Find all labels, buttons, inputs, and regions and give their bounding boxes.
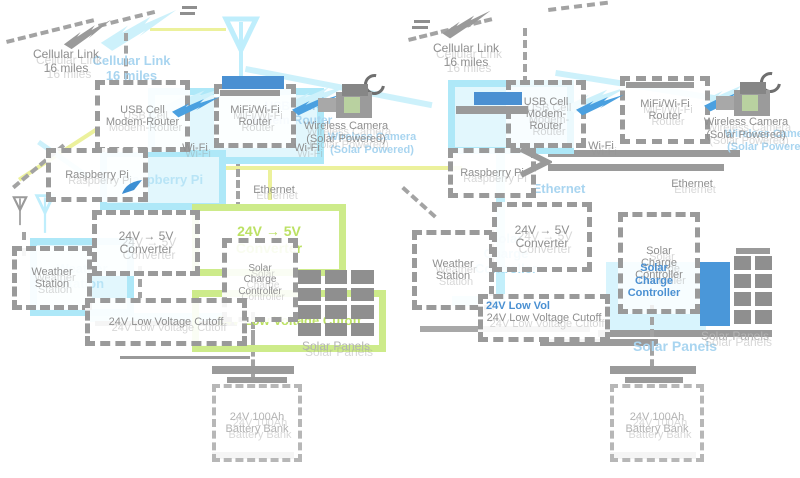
converter-label: 24V → 5V Converter (514, 222, 570, 250)
modem-inner-bar (456, 106, 528, 114)
cellular-link-label: Cellular Link 16 miles (32, 47, 100, 75)
mifi-router-label: MiFi/Wi-Fi Router (640, 97, 690, 122)
antenna-feed-line (22, 232, 26, 256)
antenna-icon (222, 16, 260, 88)
camera-icon (716, 82, 772, 122)
antenna-feed-line (124, 33, 128, 79)
camera-top (342, 84, 368, 96)
battery-bank-box: 24V 100Ah Battery Bank (610, 384, 704, 462)
ethernet-label: Ethernet (253, 184, 295, 196)
ethernet-ghost-label: Ethernet (532, 181, 586, 196)
wifi-bolt-icon (172, 96, 220, 118)
battery-bus-bar (212, 366, 294, 374)
battery-bus-bar (227, 377, 287, 383)
arrow-icon (120, 178, 144, 196)
converter-box: 24V → 5V Converter (492, 202, 592, 272)
yellow-link-line (150, 28, 226, 31)
raspberry-pi-box: Raspberry Pi (46, 148, 148, 202)
solar-charge-controller-box: Solar Charge Controller (618, 212, 700, 314)
raspberry-pi-label: Raspberry Pi (460, 166, 524, 179)
weather-station-label: Weather Station (31, 265, 73, 290)
wifi-label: Wi-Fi (588, 140, 614, 152)
cutoff-ghost-blue: 24V Low Voltage Cutoff (486, 300, 550, 312)
antenna-feed-line (523, 28, 527, 120)
wireless-camera-ghost-label: Wireless Camera (Solar Powered) (327, 131, 417, 156)
battery-bus-bar (625, 377, 683, 383)
solar-panel-icon (298, 270, 374, 336)
solar-charge-controller-ghost-blue: Solar Charge Controller (627, 262, 681, 296)
solar-panel-blue-cell (700, 262, 730, 326)
mifi-router-label: MiFi/Wi-Fi Router (230, 103, 280, 128)
raspberry-pi-label: Raspberry Pi (65, 168, 129, 181)
solar-panels-label: Solar Panels (700, 329, 770, 343)
camera-top (740, 82, 766, 94)
antenna-icon (10, 196, 30, 226)
solar-charge-controller-label: Solar Charge Controller (238, 263, 282, 297)
arrow-icon (518, 146, 552, 178)
equals-mark (182, 6, 197, 9)
cellular-link-ghost-label: Cellular Link 16 miles (92, 53, 171, 83)
usb-modem-label: USB Cell Modem-Router (523, 95, 569, 133)
camera-lens (344, 97, 360, 113)
bus-bar (598, 330, 772, 337)
ethernet-label: Ethernet (671, 178, 713, 190)
yellow-link-line (212, 166, 462, 170)
equals-mark (412, 26, 428, 29)
connector-line (138, 266, 142, 300)
battery-bank-label: 24V 100Ah Battery Bank (625, 410, 689, 435)
cellular-link-label: Cellular Link 16 miles (432, 41, 500, 69)
camera-lens (742, 95, 758, 111)
router-header-bar (222, 76, 284, 89)
solar-charge-controller-label: Solar Charge Controller (635, 244, 683, 282)
weather-station-label: Weather Station (432, 257, 474, 282)
cellular-dashed-line (548, 0, 609, 12)
wifi-bolt-icon (576, 94, 624, 116)
cutoff-box: 24V Low Voltage Cutoff (85, 298, 247, 346)
connector-line (251, 338, 255, 378)
connector-line (120, 356, 250, 359)
usb-modem-box: USB Cell Modem-Router (506, 80, 586, 148)
ethernet-bus-bar (548, 164, 724, 171)
connector-line (650, 305, 654, 349)
equals-mark (414, 20, 430, 23)
ethernet-line (236, 136, 240, 210)
battery-bank-box: 24V 100Ah Battery Bank (212, 384, 302, 462)
connector-line (540, 339, 658, 346)
wireless-camera-label: Wireless Camera (Solar Powered) (303, 120, 389, 145)
solar-panels-label: Solar Panels (301, 339, 371, 353)
cutoff-box: 24V Low Voltage Cutoff (478, 294, 610, 342)
battery-bank-label: 24V 100Ah Battery Bank (225, 410, 289, 435)
converter-label: 24V → 5V Converter (118, 228, 174, 256)
antenna-icon (30, 194, 60, 234)
ethernet-bus-bar (548, 150, 740, 157)
camera-mount (318, 98, 338, 112)
yellow-link-line (268, 170, 272, 200)
router-top-bar (220, 90, 280, 96)
lightning-bolt-icon (437, 10, 497, 40)
wireless-camera-ghost-label: Wireless Camera (Solar Powered) (724, 128, 800, 153)
wifi-label: Wi-Fi (294, 142, 320, 154)
router-top-bar (626, 82, 694, 88)
lightning-bolt-icon (83, 8, 196, 53)
link-dashed-line (401, 186, 437, 219)
connector-line (650, 349, 654, 366)
weather-station-box: Weather Station (12, 246, 92, 310)
converter-box: 24V → 5V Converter (92, 210, 200, 276)
camera-mount (716, 96, 736, 110)
solar-panels-ghost-label: Solar Panels (632, 338, 718, 354)
wireless-camera-label: Wireless Camera (Solar Powered) (703, 116, 789, 141)
cutoff-label: 24V Low Voltage Cutoff (108, 315, 224, 328)
usb-modem-label: USB Cell Modem-Router (105, 103, 180, 128)
cutoff-label: 24V Low Voltage Cutoff (486, 311, 602, 324)
battery-bus-bar (610, 366, 696, 374)
weather-station-box: Weather Station (412, 230, 494, 310)
modem-header-bar (474, 92, 522, 105)
connector-line (251, 312, 255, 338)
panel-top-bar (736, 248, 770, 254)
solar-panel-icon (734, 256, 772, 324)
camera-icon (318, 84, 374, 124)
wifi-label: Wi-Fi (182, 142, 208, 154)
lightning-bolt-icon (57, 19, 120, 51)
equals-mark (180, 12, 195, 15)
